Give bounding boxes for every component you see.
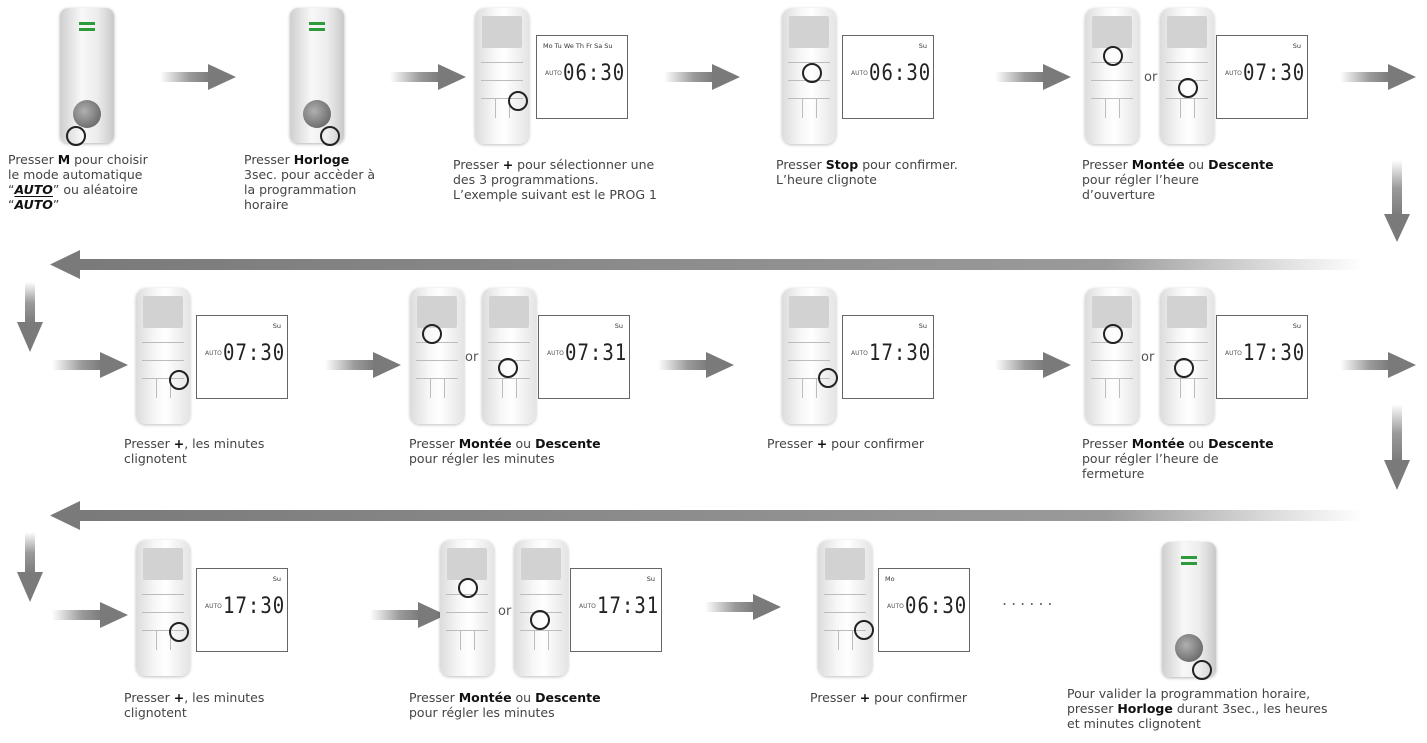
caption-1: Presser M pour choisir le mode automatiq… — [8, 152, 148, 212]
arrow-down-1 — [1384, 160, 1410, 242]
caption-13: Pour valider la programmation horaire, p… — [1067, 686, 1328, 731]
lcd-display-1: Mo Tu We Th Fr Sa Su AUTO 06:30 — [536, 35, 628, 119]
highlight-ring — [169, 622, 189, 642]
caption-8: Presser + pour confirmer — [767, 436, 925, 451]
remote-9b — [1160, 288, 1214, 424]
remote-5b — [1160, 8, 1214, 144]
wall-hub-1 — [60, 8, 114, 146]
arrow-r2-4 — [995, 352, 1071, 378]
arrow-down-4 — [17, 532, 43, 602]
caption-10: Presser +, les minutes clignotent — [124, 690, 265, 720]
ellipsis: ...... — [1002, 590, 1057, 609]
lcd-display-2: Su AUTO 06:30 — [842, 35, 934, 119]
or-label: or — [465, 350, 479, 365]
arrow-down-3 — [1384, 404, 1410, 490]
remote-4 — [782, 8, 836, 144]
lcd-display-6: Su AUTO 17:30 — [842, 315, 934, 399]
caption-9: Presser Montée ou Descente pour régler l… — [1082, 436, 1274, 481]
arrow-r1-5 — [1340, 64, 1416, 90]
highlight-ring — [1103, 46, 1123, 66]
arrow-r3-3 — [705, 594, 781, 620]
lcd-display-9: Su AUTO 17:31 — [570, 568, 662, 652]
caption-6: Presser +, les minutes clignotent — [124, 436, 265, 466]
wall-hub-3 — [1162, 542, 1216, 680]
highlight-ring — [530, 610, 550, 630]
or-label: or — [1144, 70, 1158, 85]
arrow-r1-4 — [995, 64, 1071, 90]
highlight-ring — [1178, 78, 1198, 98]
caption-11: Presser Montée ou Descente pour régler l… — [409, 690, 601, 720]
arrow-r1-1 — [160, 64, 236, 90]
arrow-r3-2 — [370, 602, 446, 628]
wall-hub-2 — [290, 8, 344, 146]
arrow-r2-1 — [52, 352, 128, 378]
caption-7: Presser Montée ou Descente pour régler l… — [409, 436, 601, 466]
highlight-ring — [818, 368, 838, 388]
lcd-display-3: Su AUTO 07:30 — [1216, 35, 1308, 119]
caption-3: Presser + pour sélectionner une des 3 pr… — [453, 157, 658, 202]
remote-7a — [410, 288, 464, 424]
highlight-ring — [508, 91, 528, 111]
highlight-ring — [422, 324, 442, 344]
caption-5: Presser Montée ou Descente pour régler l… — [1082, 157, 1274, 202]
highlight-ring — [854, 620, 874, 640]
caption-2: Presser Horloge 3sec. pour accèder à la … — [244, 152, 376, 212]
highlight-ring — [1192, 660, 1212, 680]
remote-9a — [1085, 288, 1139, 424]
arrow-r2-2 — [325, 352, 401, 378]
highlight-ring — [458, 578, 478, 598]
remote-11a — [440, 540, 494, 676]
remote-6 — [136, 288, 190, 424]
remote-11b — [514, 540, 568, 676]
lcd-display-8: Su AUTO 17:30 — [196, 568, 288, 652]
lcd-display-10: Mo AUTO 06:30 — [878, 568, 970, 652]
or-label: or — [498, 604, 512, 619]
highlight-ring — [1174, 358, 1194, 378]
highlight-ring — [320, 126, 340, 146]
remote-12 — [818, 540, 874, 676]
remote-10 — [136, 540, 190, 676]
lcd-display-7: Su AUTO 17:30 — [1216, 315, 1308, 399]
lcd-display-4: Su AUTO 07:30 — [196, 315, 288, 399]
arrow-r2-5 — [1340, 352, 1416, 378]
arrow-left-2 — [50, 501, 1363, 530]
or-label: or — [1141, 350, 1155, 365]
caption-12: Presser + pour confirmer — [810, 690, 968, 705]
arrow-r2-3 — [658, 352, 734, 378]
highlight-ring — [498, 358, 518, 378]
arrow-down-2 — [17, 282, 43, 352]
remote-7b — [482, 288, 536, 424]
arrow-r1-2 — [390, 64, 466, 90]
highlight-ring — [169, 370, 189, 390]
arrow-r3-1 — [52, 602, 128, 628]
caption-4: Presser Stop pour confirmer. L’heure cli… — [776, 157, 958, 187]
remote-3 — [475, 8, 529, 144]
remote-5a — [1085, 8, 1139, 144]
remote-8 — [782, 288, 838, 424]
lcd-display-5: Su AUTO 07:31 — [538, 315, 630, 399]
arrow-left-1 — [50, 250, 1363, 279]
arrow-r1-3 — [664, 64, 740, 90]
highlight-ring — [1103, 324, 1123, 344]
highlight-ring — [802, 63, 822, 83]
highlight-ring — [66, 126, 86, 146]
